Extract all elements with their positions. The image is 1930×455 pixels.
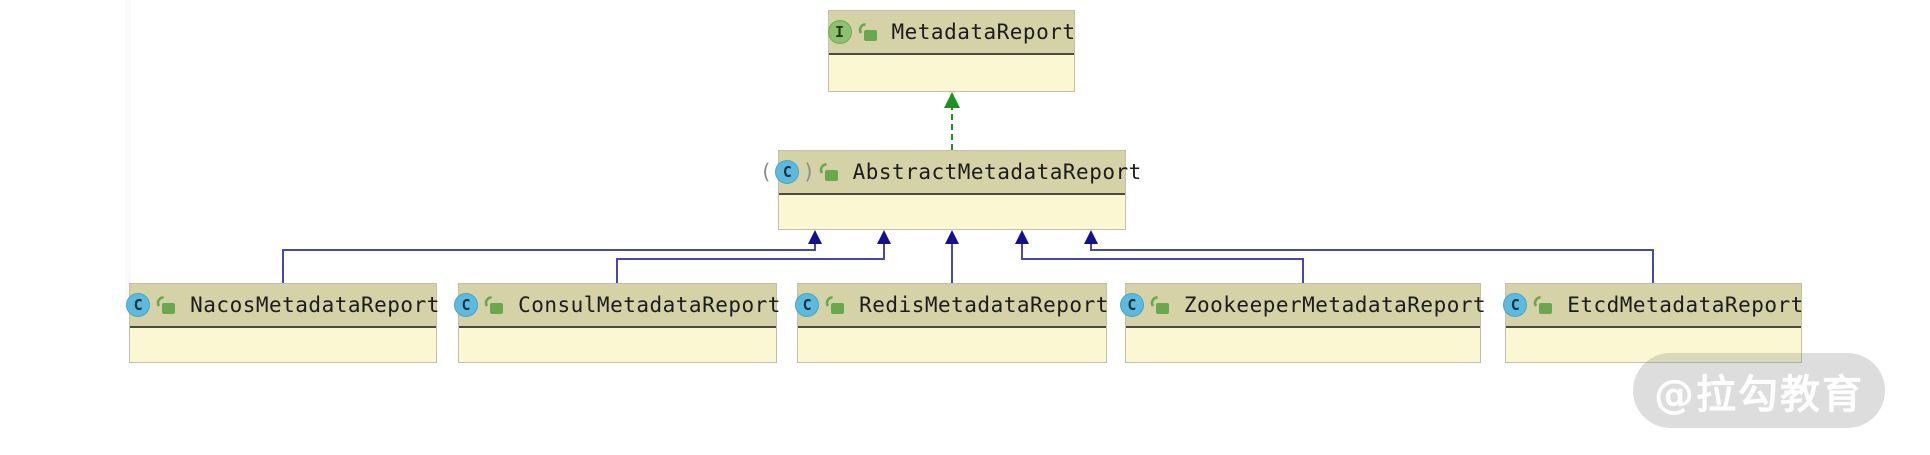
inheritance-edge-zookeeper: [1021, 243, 1304, 283]
class-icon: C: [1503, 293, 1528, 317]
unlocked-icon: [858, 23, 877, 41]
icon-cluster: C: [454, 293, 504, 317]
node-consul-metadata-report[interactable]: C ConsulMetadataReport: [454, 283, 780, 363]
abstract-class-icon: C: [775, 160, 800, 184]
node-header: C EtcdMetadataReport: [1503, 284, 1804, 328]
unlocked-icon: [1150, 296, 1169, 314]
class-icon: C: [1119, 293, 1144, 317]
unlocked-icon: [484, 296, 504, 314]
node-metadata-report[interactable]: I MetadataReport: [827, 10, 1076, 92]
icon-cluster: C: [1503, 293, 1553, 317]
unlocked-icon: [156, 296, 176, 314]
node-header: C ConsulMetadataReport: [454, 284, 780, 328]
canvas-edge-divider: [125, 0, 131, 312]
node-header: C ZookeeperMetadataReport: [1119, 284, 1486, 328]
icon-cluster: ( C ): [762, 160, 838, 184]
realization-edge-abstract-to-interface: [944, 92, 960, 150]
node-abstract-metadata-report[interactable]: ( C ) AbstractMetadataReport: [762, 150, 1141, 230]
unlocked-icon: [1533, 296, 1553, 314]
node-label: ZookeeperMetadataReport: [1183, 293, 1487, 317]
node-body: [130, 328, 436, 362]
inheritance-arrowhead: [1084, 230, 1098, 244]
node-body: [459, 328, 776, 362]
node-body: [829, 55, 1074, 91]
interface-icon: I: [827, 20, 852, 44]
node-label: EtcdMetadataReport: [1567, 293, 1804, 317]
unlocked-icon: [825, 296, 845, 314]
inheritance-arrowhead: [1015, 230, 1029, 244]
node-label: AbstractMetadataReport: [852, 160, 1142, 184]
inheritance-edge-etcd: [1090, 243, 1654, 283]
inheritance-arrowhead: [877, 230, 891, 244]
node-zookeeper-metadata-report[interactable]: C ZookeeperMetadataReport: [1119, 283, 1486, 363]
abstract-marker-open: (: [762, 160, 771, 184]
abstract-marker-close: ): [804, 160, 813, 184]
node-body: [1126, 328, 1480, 362]
node-etcd-metadata-report[interactable]: C EtcdMetadataReport: [1503, 283, 1804, 363]
icon-cluster: C: [795, 293, 845, 317]
node-label: NacosMetadataReport: [190, 293, 440, 317]
icon-cluster: C: [1119, 293, 1170, 317]
node-redis-metadata-report[interactable]: C RedisMetadataReport: [795, 283, 1109, 363]
node-body: [1506, 328, 1801, 362]
unlocked-icon: [819, 163, 838, 181]
class-icon: C: [454, 293, 479, 317]
class-icon: C: [795, 293, 820, 317]
class-icon: C: [126, 293, 151, 317]
inheritance-arrowhead: [808, 230, 822, 244]
node-body: [779, 195, 1125, 229]
node-nacos-metadata-report[interactable]: C NacosMetadataReport: [126, 283, 439, 363]
node-label: RedisMetadataReport: [859, 293, 1109, 317]
node-header: C NacosMetadataReport: [126, 284, 439, 328]
node-header: I MetadataReport: [827, 11, 1076, 55]
node-label: ConsulMetadataReport: [518, 293, 781, 317]
inheritance-edge-nacos: [282, 243, 816, 283]
node-label: MetadataReport: [891, 20, 1076, 44]
icon-cluster: I: [827, 20, 878, 44]
watermark-text: @拉勾教育: [1654, 371, 1864, 418]
node-header: ( C ) AbstractMetadataReport: [762, 151, 1141, 195]
inheritance-arrowhead: [945, 230, 959, 244]
node-header: C RedisMetadataReport: [795, 284, 1109, 328]
icon-cluster: C: [126, 293, 176, 317]
node-body: [798, 328, 1106, 362]
inheritance-edge-consul: [616, 243, 885, 283]
watermark-badge: @拉勾教育: [1633, 353, 1885, 428]
